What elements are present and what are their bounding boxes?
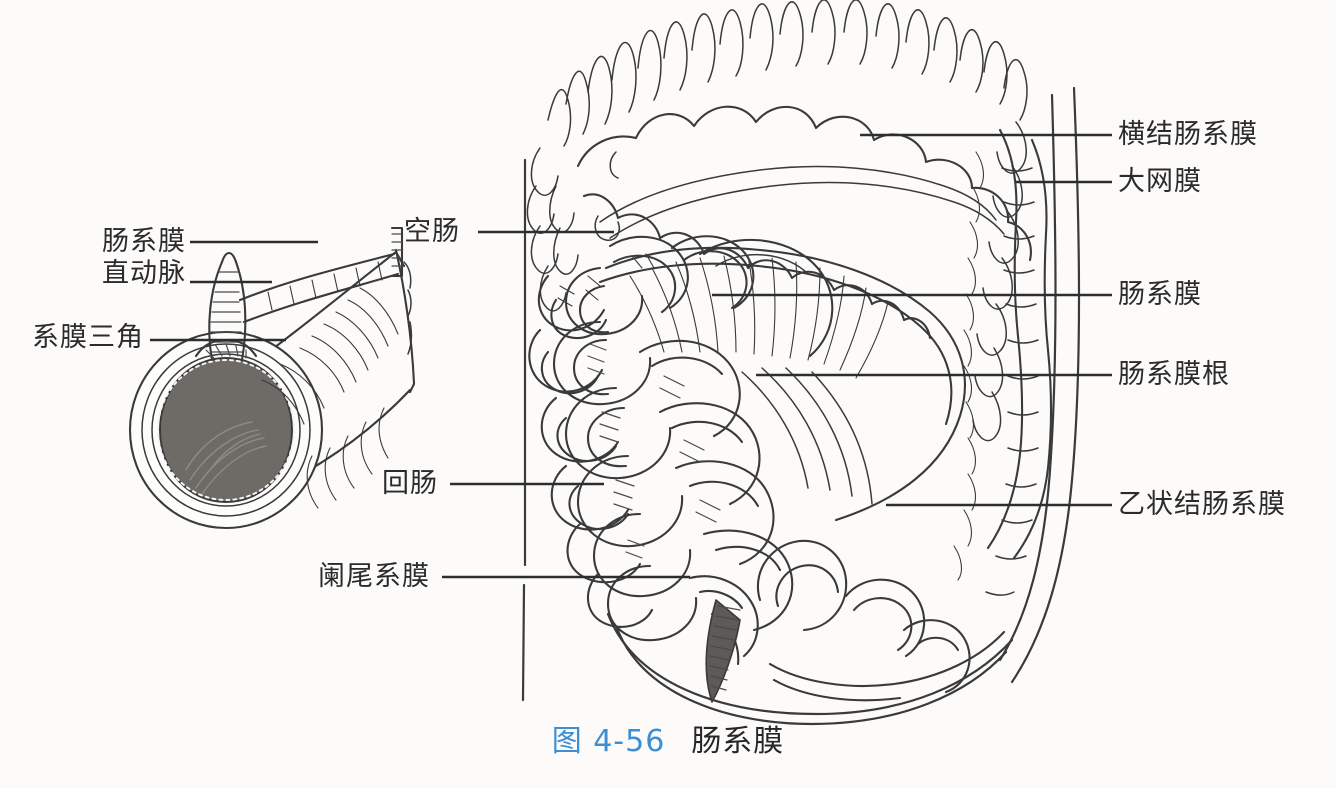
label-mesoappendix-text: 阑尾系膜	[318, 561, 430, 592]
transverse-colon	[576, 105, 1032, 340]
label-mesenteric-root-text: 肠系膜根	[1118, 359, 1230, 390]
abdominal-wall	[521, 86, 1081, 726]
sigmoid-colon	[756, 539, 1006, 702]
label-mesentery-line1: 肠系膜	[102, 226, 186, 257]
label-greater-omentum-text: 大网膜	[1118, 166, 1202, 197]
figure-caption: 图 4-56 肠系膜	[0, 716, 1336, 760]
mesoappendix	[688, 575, 759, 703]
label-sigmoid-mesocolon-text: 乙状结肠系膜	[1118, 489, 1286, 520]
greater-omentum-fringe	[526, 0, 1028, 442]
label-transverse-mesocolon-text: 横结肠系膜	[1118, 119, 1258, 150]
label-mesoappendix: 阑尾系膜	[318, 561, 430, 593]
label-mesenteric-triangle-text: 系膜三角	[32, 322, 144, 353]
jejunum-loops	[537, 235, 834, 358]
descending-colon	[953, 128, 1053, 596]
intestine-cross-section	[128, 226, 416, 530]
ileum-loops	[528, 320, 794, 642]
label-sigmoid-mesocolon: 乙状结肠系膜	[1118, 489, 1286, 521]
label-mesenteric-straight-artery: 肠系膜 直动脉	[78, 226, 186, 290]
label-mesentery-line2: 直动脉	[102, 258, 186, 289]
leader-lines	[150, 133, 1112, 579]
mesentery-fan	[598, 246, 966, 522]
figure-title: 肠系膜	[691, 724, 785, 759]
label-ileum: 回肠	[382, 468, 438, 500]
label-mesenteric-root: 肠系膜根	[1118, 359, 1230, 391]
figure-number: 图 4-56	[551, 724, 666, 759]
label-transverse-mesocolon: 横结肠系膜	[1118, 119, 1258, 151]
label-greater-omentum: 大网膜	[1118, 166, 1202, 198]
label-ileum-text: 回肠	[382, 468, 438, 499]
label-mesenteric-triangle: 系膜三角	[24, 322, 144, 354]
label-jejunum: 空肠	[404, 216, 460, 248]
label-mesentery-right: 肠系膜	[1118, 279, 1202, 311]
label-jejunum-text: 空肠	[404, 216, 460, 247]
label-mesentery-right-text: 肠系膜	[1118, 279, 1202, 310]
